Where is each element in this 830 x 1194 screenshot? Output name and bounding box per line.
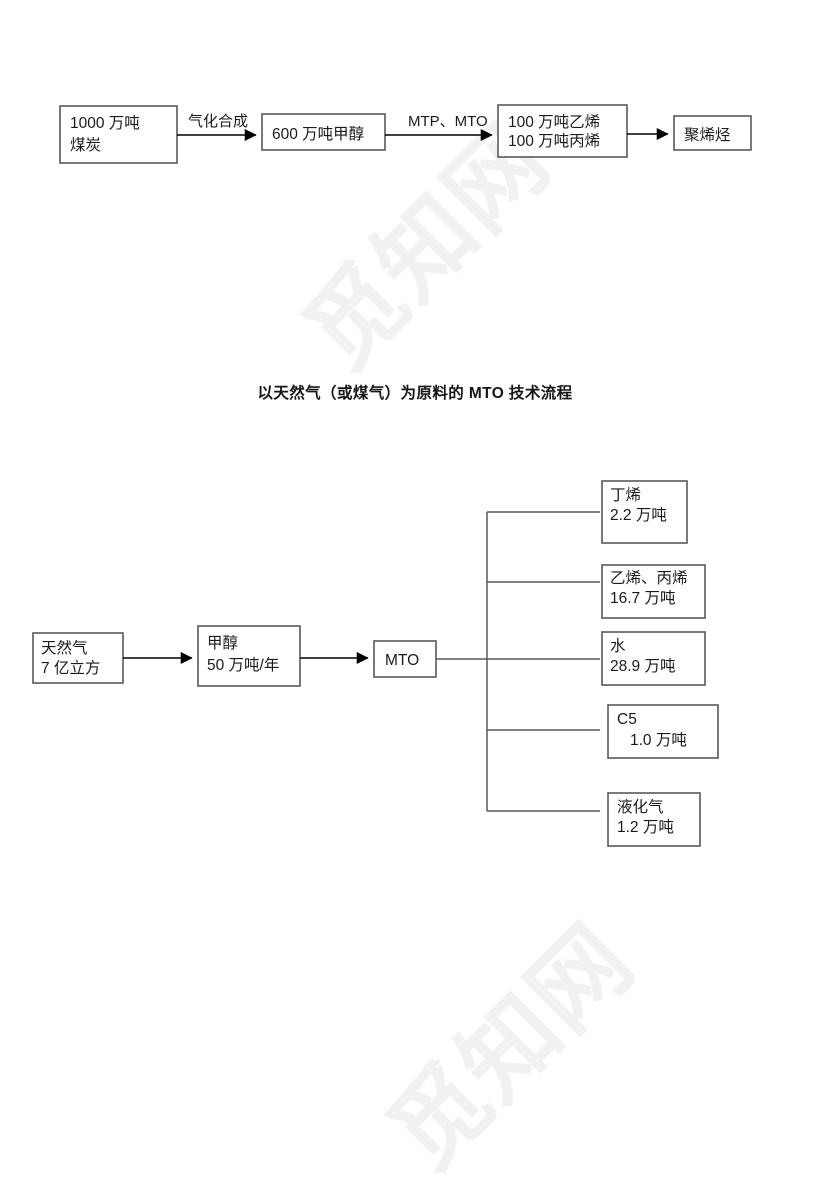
node-methanol-plant: 甲醇 50 万吨/年 [197,625,301,687]
section-title: 以天然气（或煤气）为原料的 MTO 技术流程 [257,385,573,402]
output-butene-line1: 丁烯 [610,486,641,504]
node-coal-box [59,105,178,164]
node-coal-line1: 1000 万吨 [70,114,140,132]
node-mto-unit-line1: MTO [385,652,419,669]
output-branch-lines [436,511,600,812]
output-c5: C5 1.0 万吨 [607,704,719,759]
node-methanol-plant-line1: 甲醇 [207,634,238,652]
node-polyolefin-box [673,115,752,151]
node-natural-gas-box [32,632,124,684]
node-natural-gas-line1: 天然气 [41,639,88,657]
output-c5-line1: C5 [617,711,637,728]
node-polyolefin: 聚烯烃 [673,115,752,151]
output-water-line2: 28.9 万吨 [610,657,675,675]
edge-methanol-to-olefin-label: MTP、MTO [408,113,488,130]
output-lpg: 液化气 1.2 万吨 [607,792,701,847]
node-olefin-line2: 100 万吨丙烯 [508,132,600,150]
node-coal-line2: 煤炭 [70,136,101,154]
top-flow-diagram: 1000 万吨 煤炭 气化合成 600 万吨甲醇 MTP、MTO 100 [59,104,752,164]
edge-coal-to-methanol: 气化合成 [177,113,257,141]
output-lpg-line2: 1.2 万吨 [617,818,674,836]
output-ethylene-propylene-line2: 16.7 万吨 [610,589,675,607]
edge-methanol-to-olefin: MTP、MTO [385,113,493,141]
output-butene-box [601,480,688,544]
node-methanol-plant-line2: 50 万吨/年 [207,656,279,674]
output-ethylene-propylene: 乙烯、丙烯 16.7 万吨 [601,564,706,619]
node-mto-unit: MTO [373,640,437,678]
bottom-flow-diagram: 天然气 7 亿立方 甲醇 50 万吨/年 MTO [32,480,719,847]
output-water: 水 28.9 万吨 [601,631,706,686]
node-coal: 1000 万吨 煤炭 [59,105,178,164]
node-olefin-box [497,104,628,158]
output-c5-line2: 1.0 万吨 [630,731,687,749]
output-c5-box [607,704,719,759]
node-methanol: 600 万吨甲醇 [261,113,386,151]
output-water-line1: 水 [610,637,626,655]
node-olefin-line1: 100 万吨乙烯 [508,113,600,131]
output-butene: 丁烯 2.2 万吨 [601,480,688,544]
node-methanol-line1: 600 万吨甲醇 [272,125,364,143]
edge-coal-to-methanol-label: 气化合成 [188,113,248,130]
node-natural-gas: 天然气 7 亿立方 [32,632,124,684]
node-olefin: 100 万吨乙烯 100 万吨丙烯 [497,104,628,158]
output-water-box [601,631,706,686]
output-lpg-box [607,792,701,847]
node-natural-gas-line2: 7 亿立方 [41,659,100,677]
node-mto-unit-box [373,640,437,678]
node-methanol-box [261,113,386,151]
output-lpg-line1: 液化气 [617,798,664,816]
output-butene-line2: 2.2 万吨 [610,506,667,524]
node-polyolefin-line1: 聚烯烃 [684,126,731,144]
output-ethylene-propylene-line1: 乙烯、丙烯 [610,569,688,587]
node-methanol-plant-box [197,625,301,687]
output-ethylene-propylene-box [601,564,706,619]
